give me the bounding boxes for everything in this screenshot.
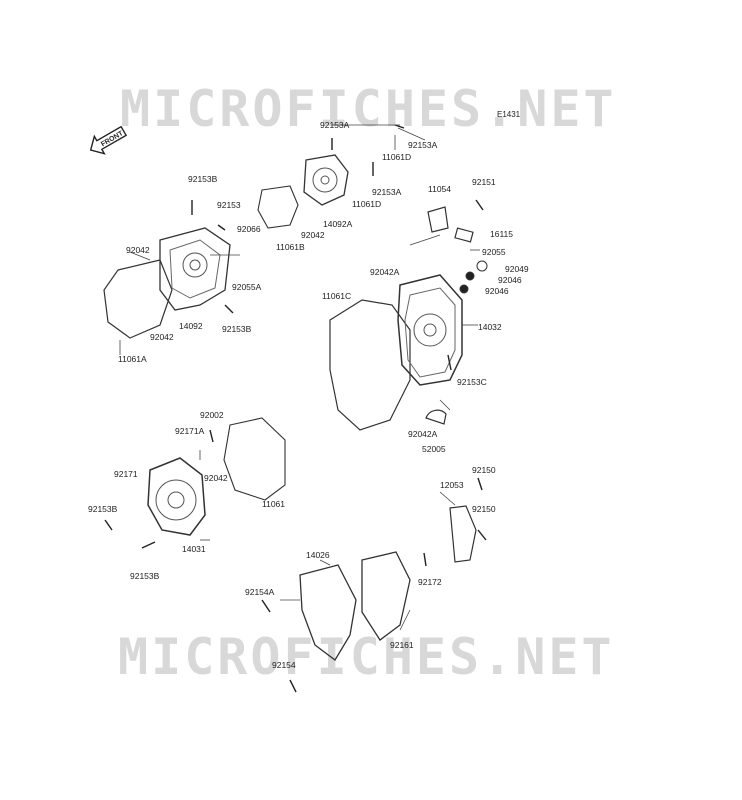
gasket-11061A: [103, 259, 173, 339]
diagram-code: E1431: [497, 110, 521, 119]
cover-14032: [397, 274, 463, 386]
label-14026: 14026: [306, 550, 330, 560]
label-92153B: 92153B: [222, 324, 252, 334]
label-92153C: 92153C: [457, 377, 487, 387]
label-92153B: 92153B: [130, 571, 160, 581]
label-92171A: 92171A: [175, 426, 205, 436]
label-92151: 92151: [472, 177, 496, 187]
label-92042: 92042: [204, 473, 228, 483]
label-14031: 14031: [182, 544, 206, 554]
label-11061: 11061: [262, 499, 286, 509]
cover-14092: [159, 227, 231, 311]
label-92042: 92042: [150, 332, 174, 342]
watermark-bottom: MICROFICHES.NET: [118, 628, 615, 686]
label-11061D: 11061D: [352, 199, 382, 209]
part-52005: [425, 409, 447, 425]
label-11054: 11054: [428, 184, 452, 194]
part-92049: [476, 260, 488, 272]
label-14032: 14032: [478, 322, 502, 332]
part-92046-a: [465, 271, 475, 281]
label-92046: 92046: [485, 286, 509, 296]
label-92153A: 92153A: [320, 120, 350, 130]
front-arrow-icon: FRONT: [89, 125, 128, 155]
label-14092: 14092: [179, 321, 203, 331]
label-92150: 92150: [472, 465, 496, 475]
label-92150: 92150: [472, 504, 496, 514]
label-92172: 92172: [418, 577, 442, 587]
label-11061D: 11061D: [382, 152, 412, 162]
label-92042A: 92042A: [370, 267, 400, 277]
label-92153B: 92153B: [188, 174, 218, 184]
label-92042: 92042: [126, 245, 150, 255]
label-92153A: 92153A: [372, 187, 402, 197]
label-92042A: 92042A: [408, 429, 438, 439]
label-92042: 92042: [301, 230, 325, 240]
label-11061C: 11061C: [322, 291, 352, 301]
watermark-top: MICROFICHES.NET: [120, 80, 617, 138]
cover-14031: [147, 457, 206, 536]
gasket-11061: [223, 417, 286, 501]
label-92171: 92171: [114, 469, 138, 479]
label-12053: 12053: [440, 480, 464, 490]
part-16115: [454, 227, 474, 243]
cover-14092A: [303, 154, 349, 206]
cover-14026: [299, 564, 357, 661]
label-16115: 16115: [490, 229, 514, 239]
label-11061A: 11061A: [118, 354, 147, 364]
label-92153: 92153: [217, 200, 241, 210]
label-92153A: 92153A: [408, 140, 438, 150]
guard-12053: [449, 505, 477, 563]
label-92161: 92161: [390, 640, 414, 650]
cover-92161: [361, 551, 411, 641]
label-92066: 92066: [237, 224, 261, 234]
part-11054: [427, 206, 449, 233]
label-14092A: 14092A: [323, 219, 353, 229]
label-92153B: 92153B: [88, 504, 118, 514]
label-92055: 92055: [482, 247, 506, 257]
label-92154: 92154: [272, 660, 296, 670]
label-92049: 92049: [505, 264, 529, 274]
gasket-11061C: [329, 299, 411, 431]
label-11061B: 11061B: [276, 242, 305, 252]
part-92046-b: [459, 284, 469, 294]
label-52005: 52005: [422, 444, 446, 454]
label-92002: 92002: [200, 410, 224, 420]
label-92055A: 92055A: [232, 282, 262, 292]
label-92046: 92046: [498, 275, 522, 285]
label-92154A: 92154A: [245, 587, 275, 597]
gasket-11061B: [257, 185, 299, 229]
